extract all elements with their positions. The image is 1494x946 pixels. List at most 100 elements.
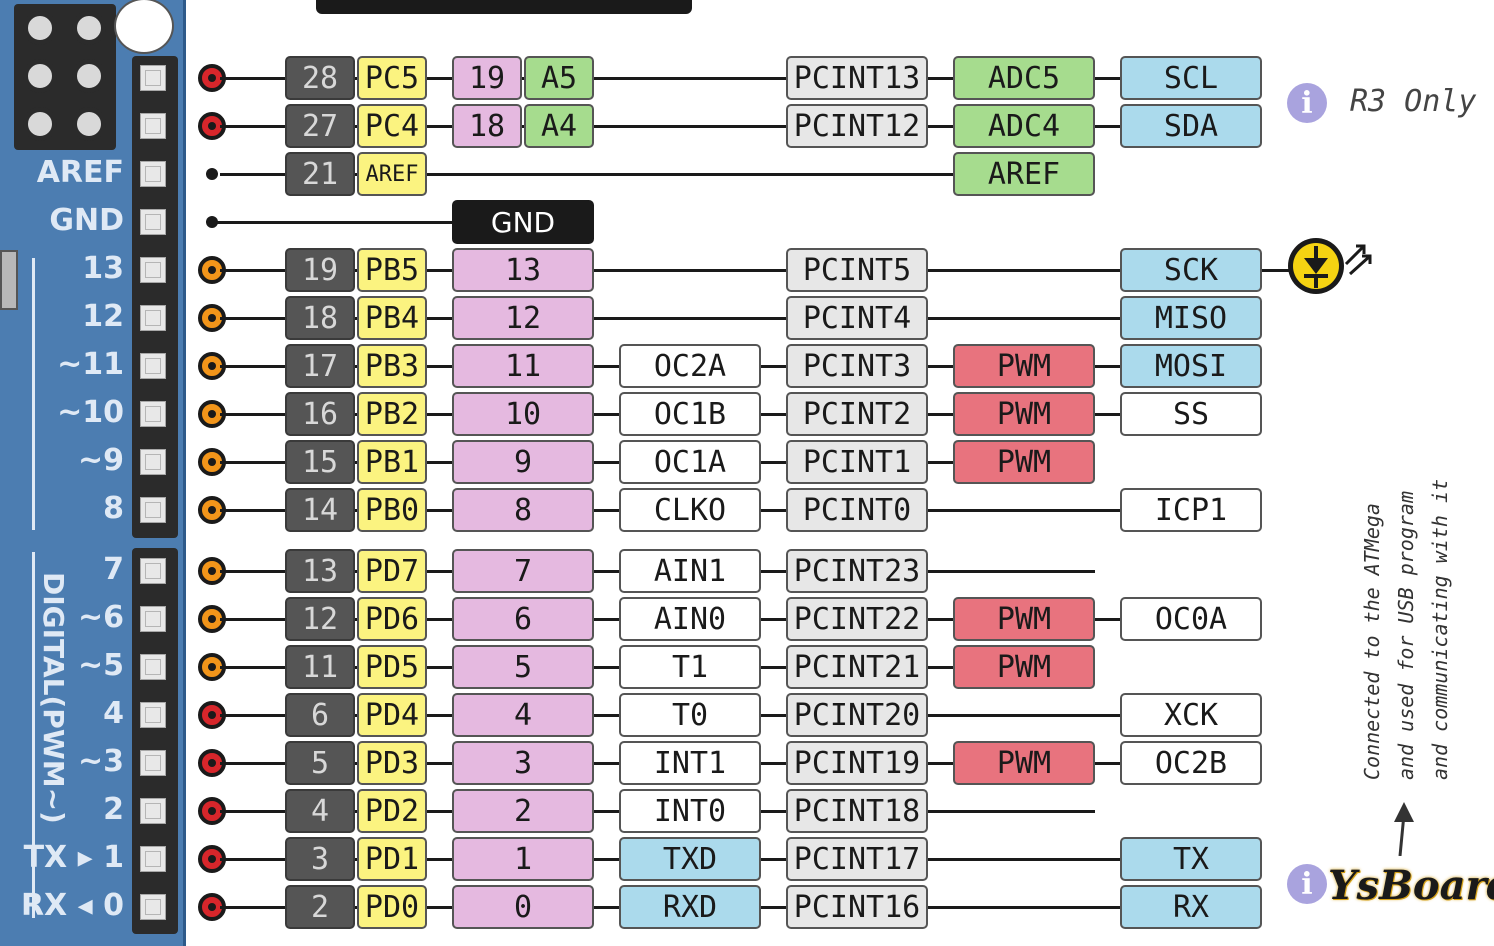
ysboard-logo: YsBoard bbox=[1328, 862, 1494, 909]
analog-pin-box: A4 bbox=[524, 104, 594, 148]
port-box: AREF bbox=[357, 152, 427, 196]
arduino-pin-box: 3 bbox=[452, 741, 594, 785]
header-pin bbox=[140, 654, 166, 680]
pcint-box: PCINT20 bbox=[786, 693, 928, 737]
header-pin bbox=[140, 305, 166, 331]
board-pin-label: 13 bbox=[82, 251, 124, 286]
board-pin-label: 2 bbox=[103, 792, 124, 827]
port-box: PD3 bbox=[357, 741, 427, 785]
header-pin bbox=[140, 702, 166, 728]
serial-function-box: OC0A bbox=[1120, 597, 1262, 641]
reset-button bbox=[114, 0, 174, 54]
board-edge bbox=[183, 0, 186, 946]
physical-pin-box: 27 bbox=[285, 104, 355, 148]
arduino-pin-box: 7 bbox=[452, 549, 594, 593]
physical-pin-box: 18 bbox=[285, 296, 355, 340]
r3-only-note: R3 Only bbox=[1350, 84, 1477, 119]
physical-pin-box: 11 bbox=[285, 645, 355, 689]
alt-function-box: INT1 bbox=[619, 741, 761, 785]
board-pin-label: ~9 bbox=[77, 443, 124, 478]
pcint-box: PCINT13 bbox=[786, 56, 928, 100]
wire bbox=[1262, 269, 1290, 272]
serial-function-box: OC2B bbox=[1120, 741, 1262, 785]
serial-function-box: ICP1 bbox=[1120, 488, 1262, 532]
serial-function-box: SDA bbox=[1120, 104, 1262, 148]
board-pin-label: 8 bbox=[103, 491, 124, 526]
board-tab bbox=[0, 250, 18, 310]
physical-pin-box: 16 bbox=[285, 392, 355, 436]
alt-function-box: T1 bbox=[619, 645, 761, 689]
arrow-up-icon bbox=[1394, 802, 1414, 856]
serial-function-box: MOSI bbox=[1120, 344, 1262, 388]
port-box: PD1 bbox=[357, 837, 427, 881]
pcint-box: PCINT16 bbox=[786, 885, 928, 929]
alt-function-box: CLKO bbox=[619, 488, 761, 532]
icsp-pin bbox=[72, 107, 106, 141]
adc-box: ADC5 bbox=[953, 56, 1095, 100]
port-box: PB3 bbox=[357, 344, 427, 388]
alt-function-box: TXD bbox=[619, 837, 761, 881]
pwm-box: PWM bbox=[953, 597, 1095, 641]
pwm-box: PWM bbox=[953, 440, 1095, 484]
wire bbox=[220, 173, 1095, 176]
port-box: PB2 bbox=[357, 392, 427, 436]
icsp-pin bbox=[23, 59, 57, 93]
port-box: PD4 bbox=[357, 693, 427, 737]
info-icon: i bbox=[1287, 83, 1327, 123]
header-pin bbox=[140, 558, 166, 584]
physical-pin-box: 12 bbox=[285, 597, 355, 641]
physical-pin-box: 6 bbox=[285, 693, 355, 737]
arduino-pin-box: 9 bbox=[452, 440, 594, 484]
port-box: PB4 bbox=[357, 296, 427, 340]
analog-pin-box: A5 bbox=[524, 56, 594, 100]
port-box: PD2 bbox=[357, 789, 427, 833]
port-box: PB0 bbox=[357, 488, 427, 532]
header-pin bbox=[140, 209, 166, 235]
pwm-box: PWM bbox=[953, 645, 1095, 689]
alt-function-box: T0 bbox=[619, 693, 761, 737]
alt-function-box: OC1A bbox=[619, 440, 761, 484]
pcint-box: PCINT0 bbox=[786, 488, 928, 532]
board-pin-label: 7 bbox=[103, 552, 124, 587]
physical-pin-box: 21 bbox=[285, 152, 355, 196]
pcint-box: PCINT12 bbox=[786, 104, 928, 148]
header-pin bbox=[140, 257, 166, 283]
adc-box: ADC4 bbox=[953, 104, 1095, 148]
physical-pin-box: 13 bbox=[285, 549, 355, 593]
header-pin bbox=[140, 65, 166, 91]
gnd-box: GND bbox=[452, 200, 594, 244]
pcint-box: PCINT3 bbox=[786, 344, 928, 388]
arduino-pin-box: 4 bbox=[452, 693, 594, 737]
header-pin bbox=[140, 401, 166, 427]
alt-function-box: OC2A bbox=[619, 344, 761, 388]
serial-function-box: SCL bbox=[1120, 56, 1262, 100]
serial-function-box: MISO bbox=[1120, 296, 1262, 340]
pcint-box: PCINT19 bbox=[786, 741, 928, 785]
port-box: PD0 bbox=[357, 885, 427, 929]
pwm-box: PWM bbox=[953, 344, 1095, 388]
board-line-upper bbox=[32, 258, 35, 530]
arduino-pin-box: 1 bbox=[452, 837, 594, 881]
board-line-lower bbox=[32, 552, 35, 918]
arduino-pin-box: 2 bbox=[452, 789, 594, 833]
pcint-box: PCINT18 bbox=[786, 789, 928, 833]
arduino-pin-box: 19 bbox=[452, 56, 522, 100]
alt-function-box: INT0 bbox=[619, 789, 761, 833]
header-pin bbox=[140, 846, 166, 872]
board-pin-label: ~5 bbox=[77, 648, 124, 683]
pcint-box: PCINT23 bbox=[786, 549, 928, 593]
usb-housing bbox=[316, 0, 692, 14]
adc-box: AREF bbox=[953, 152, 1095, 196]
header-pin bbox=[140, 161, 166, 187]
physical-pin-box: 4 bbox=[285, 789, 355, 833]
pcint-box: PCINT5 bbox=[786, 248, 928, 292]
wire bbox=[212, 221, 452, 224]
arduino-pin-box: 5 bbox=[452, 645, 594, 689]
arduino-pin-box: 12 bbox=[452, 296, 594, 340]
serial-function-box: RX bbox=[1120, 885, 1262, 929]
physical-pin-box: 15 bbox=[285, 440, 355, 484]
wire bbox=[220, 125, 1120, 128]
serial-function-box: SCK bbox=[1120, 248, 1262, 292]
icsp-pin bbox=[72, 59, 106, 93]
board-pin-label: ~3 bbox=[77, 744, 124, 779]
